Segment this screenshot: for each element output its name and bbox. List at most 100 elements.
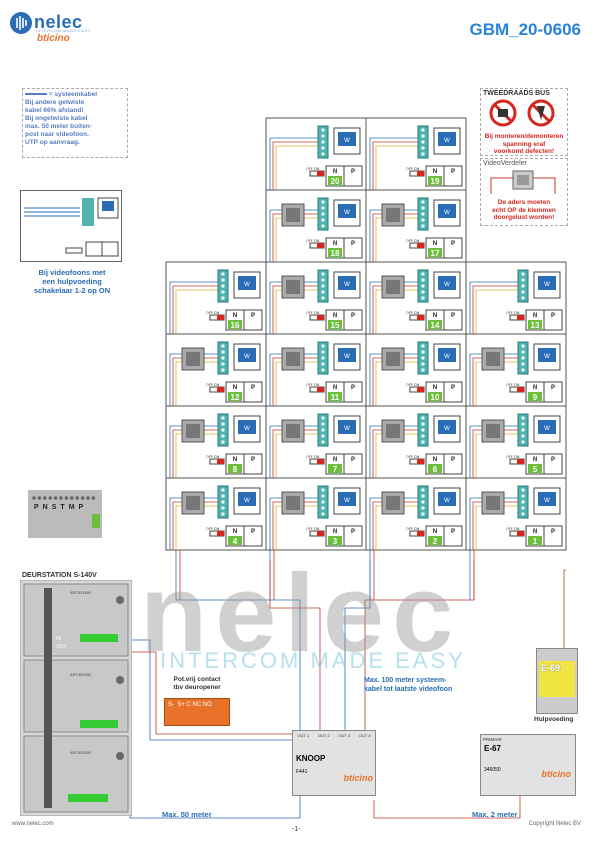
p-box — [243, 309, 263, 331]
bus-wire — [169, 281, 218, 334]
terminal-dot — [221, 488, 225, 492]
terminal-dot — [43, 496, 47, 500]
terminal-dot — [421, 290, 425, 294]
monitor-label: W — [244, 354, 250, 360]
unit-number: 5 — [533, 465, 538, 474]
terminal-dot — [521, 494, 525, 498]
switch-lever — [417, 459, 424, 464]
knoop-output: OUT 3 — [338, 733, 351, 738]
n-label: N — [333, 457, 337, 463]
n-label: N — [433, 313, 437, 319]
terminal-dot — [221, 290, 225, 294]
monitor-screen — [438, 348, 456, 362]
switch-lever — [417, 171, 424, 176]
terminal-dot — [421, 272, 425, 276]
unit-number: 2 — [433, 537, 438, 546]
address-switch — [228, 464, 242, 473]
system-note-line: post naar videofoon. — [25, 131, 89, 138]
terminal-dot — [80, 496, 85, 500]
unit-number: 9 — [533, 393, 538, 402]
terminal-dot — [86, 496, 90, 500]
video-distributor-line: echt OP de klemmen — [492, 206, 556, 214]
terminal-dot — [321, 368, 325, 372]
brand-name: nelec — [34, 12, 83, 32]
terminal-dot — [321, 290, 325, 294]
n-label: N — [333, 241, 337, 247]
monitor-screen — [238, 276, 256, 290]
terminal-dot — [321, 362, 325, 366]
n-label: N — [233, 313, 237, 319]
terminal-dot — [421, 500, 425, 504]
monitor-screen — [438, 492, 456, 506]
n-label: N — [333, 529, 337, 535]
e67-title: E-67 — [484, 744, 501, 753]
terminal-dot — [321, 200, 325, 204]
max-100-note: Max. 100 meter systeem- kabel tot laatst… — [364, 676, 452, 694]
monitor-label: W — [444, 426, 450, 432]
terminal-dot — [521, 512, 525, 516]
p-label: P — [451, 241, 455, 247]
terminal-dot — [521, 272, 525, 276]
watermark-sub: INTERCOM MADE EASY — [160, 648, 466, 673]
terminal-dot — [421, 224, 425, 228]
address-switch — [428, 320, 442, 329]
bus-wire — [372, 141, 418, 190]
switch-label: OFF ON — [406, 167, 420, 171]
distributor-core — [486, 352, 500, 366]
system-note-line: kabel 66% afstand! — [25, 107, 84, 114]
terminal-dot — [321, 356, 325, 360]
distributor-core — [386, 208, 400, 222]
terminal-dot — [221, 494, 225, 498]
address-switch — [528, 392, 542, 401]
n-label: N — [533, 529, 537, 535]
aux-note-line: schakelaar 1-2 op ON — [33, 286, 111, 295]
terminal-dot — [421, 212, 425, 216]
distributor-core — [286, 208, 300, 222]
unit-number: 11 — [331, 393, 340, 402]
aux-note: Bij videofoons met een hulpvoeding schak… — [20, 268, 124, 295]
address-switch — [328, 248, 342, 257]
terminal-dot — [521, 368, 525, 372]
station-module: ART352000 — [70, 672, 92, 677]
monitor-screen — [238, 348, 256, 362]
relay-module: S- S+ C NC NO — [164, 698, 230, 726]
monitor-screen — [538, 492, 556, 506]
p-label: P — [551, 529, 555, 535]
switch-label: OFF ON — [306, 527, 320, 531]
address-switch — [428, 464, 442, 473]
monitor-screen — [338, 204, 356, 218]
distributor-core — [386, 280, 400, 294]
bus-wire — [269, 137, 318, 190]
station-cable — [112, 651, 292, 735]
p-box — [343, 381, 363, 403]
n-label: N — [533, 457, 537, 463]
unit-number: 13 — [531, 321, 540, 330]
address-switch — [528, 464, 542, 473]
bus-wire — [375, 145, 418, 190]
n-label: N — [433, 457, 437, 463]
n-label: N — [433, 385, 437, 391]
terminal-dot — [421, 152, 425, 156]
p-label: P — [251, 313, 255, 319]
monitor-screen — [538, 420, 556, 434]
terminal-dot — [421, 440, 425, 444]
brand-sub: INTERCOM MADE EASY — [36, 28, 91, 33]
terminal-dot — [321, 278, 325, 282]
terminal-dot — [321, 146, 325, 150]
n-label: N — [233, 457, 237, 463]
feeder-cable — [364, 560, 475, 730]
address-switch — [328, 536, 342, 545]
terminal-dot — [521, 440, 525, 444]
video-distributor-line: doorgelust worden! — [493, 214, 555, 221]
address-switch — [228, 392, 242, 401]
p-box — [543, 453, 563, 475]
terminal-dot — [521, 278, 525, 282]
terminal-dot — [521, 344, 525, 348]
address-switch — [328, 176, 342, 185]
